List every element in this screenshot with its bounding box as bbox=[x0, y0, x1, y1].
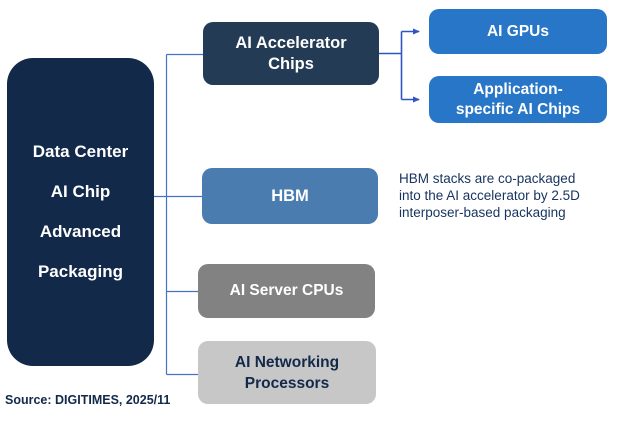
gpus-label-line: AI GPUs bbox=[486, 22, 549, 40]
hbm-annotation: HBM stacks are co-packaged into the AI a… bbox=[399, 170, 622, 221]
node-hbm: HBM bbox=[202, 168, 378, 224]
accelerator-label-line: Chips bbox=[268, 54, 314, 73]
root-label-line: Packaging bbox=[37, 262, 124, 281]
node-application-specific-ai-chips: Application- specific AI Chips bbox=[429, 76, 607, 123]
root-label-line: AI Chip bbox=[50, 182, 111, 201]
node-ai-accelerator-chips: AI Accelerator Chips bbox=[203, 22, 379, 85]
server-cpus-label-line: AI Server CPUs bbox=[229, 282, 344, 299]
arrow-stem-accelerator bbox=[379, 31, 403, 100]
hbm-annotation-line: interposer-based packaging bbox=[399, 205, 566, 220]
node-data-center-ai-chip-advanced-packaging: Data Center AI Chip Advanced Packaging bbox=[7, 58, 154, 366]
root-label-line: Data Center bbox=[32, 142, 129, 161]
accelerator-label-line: AI Accelerator bbox=[235, 33, 347, 52]
hbm-annotation-line: into the AI accelerator by 2.5D bbox=[399, 188, 580, 203]
root-label-line: Advanced bbox=[39, 222, 122, 241]
networking-label-line: Processors bbox=[244, 374, 330, 392]
hbm-label-line: HBM bbox=[271, 186, 309, 205]
node-ai-gpus: AI GPUs bbox=[429, 9, 607, 54]
asic-label-line: Application- bbox=[473, 80, 563, 98]
hbm-annotation-line: HBM stacks are co-packaged bbox=[399, 171, 576, 186]
asic-label-line: specific AI Chips bbox=[455, 100, 581, 118]
networking-label-line: AI Networking bbox=[234, 353, 340, 371]
node-ai-networking-processors: AI Networking Processors bbox=[198, 341, 376, 404]
source-note: Source: DIGITIMES, 2025/11 bbox=[5, 393, 171, 407]
node-ai-server-cpus: AI Server CPUs bbox=[198, 264, 375, 318]
